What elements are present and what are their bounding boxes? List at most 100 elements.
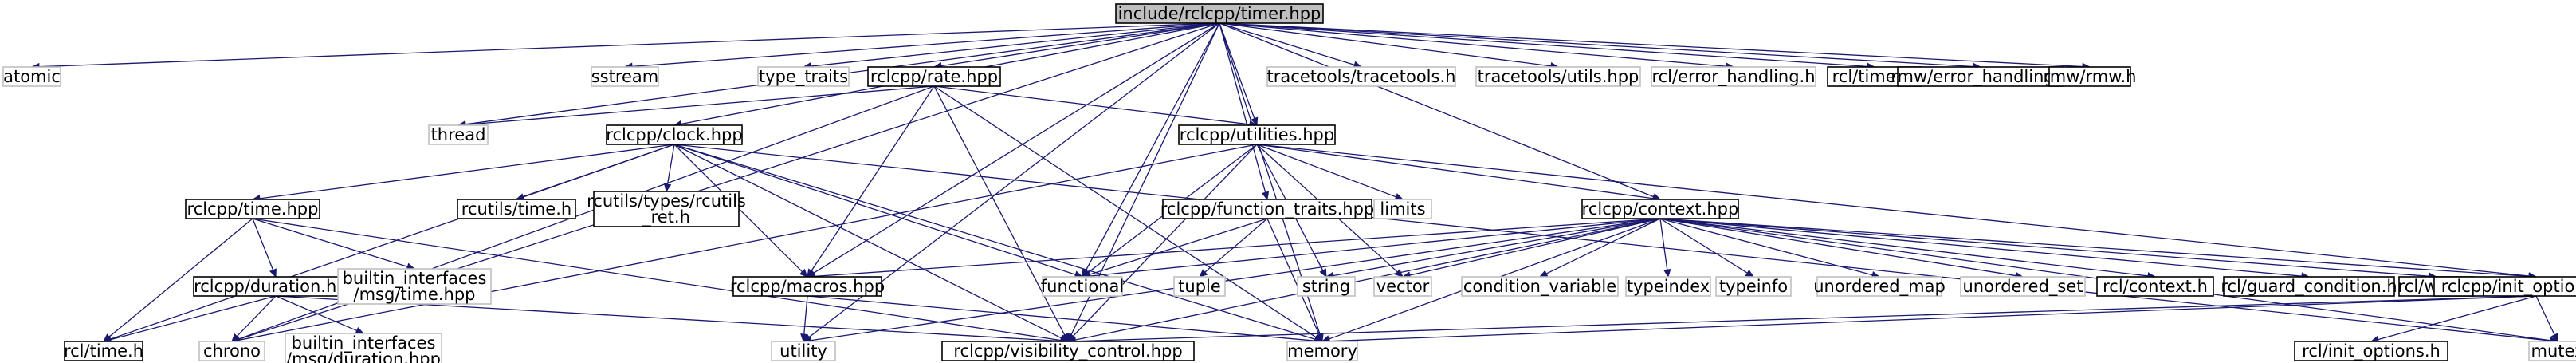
edge-timer-to-tracetools_utils: [1219, 22, 1552, 67]
node-label: atomic: [3, 67, 61, 86]
node-label: rclcpp/function_traits.hpp: [1160, 199, 1375, 219]
edge-clock-to-rcutils_types: [666, 144, 675, 185]
node-macros[interactable]: rclcpp/macros.hpp: [730, 276, 885, 297]
node-box: [941, 341, 1195, 361]
node-label: rclcpp/clock.hpp: [606, 125, 742, 144]
edge-context-to-macros: [814, 218, 1661, 278]
node-label: rclcpp/init_options.hpp: [2441, 277, 2576, 297]
node-label: _ret.h: [642, 207, 690, 227]
edge-rate-to-visibility: [933, 85, 1066, 336]
edge-function_traits-to-functional: [1089, 218, 1268, 275]
node-box: [198, 341, 265, 361]
node-label: rcl/error_handling.h: [1651, 67, 1815, 87]
node-function-traits[interactable]: rclcpp/function_traits.hpp: [1160, 199, 1375, 219]
node-rmw-rmw[interactable]: rmw/rmw.h: [2044, 66, 2137, 87]
node-tracetools: tracetools/tracetools.h: [1266, 66, 1456, 87]
edge-rate-to-thread: [465, 85, 935, 125]
node-label: tracetools/tracetools.h: [1267, 67, 1456, 86]
node-rcutils-types[interactable]: rcutils/types/rcutils_ret.h: [587, 191, 746, 227]
edge-function_traits-to-memory: [1266, 218, 1320, 336]
edge-context-to-condition_variable: [1545, 218, 1661, 274]
edge-arrowhead: [2550, 333, 2558, 343]
edge-context-to-vector: [1409, 218, 1661, 276]
edge-clock-to-memory: [673, 144, 1316, 341]
edge-arrowhead: [269, 268, 277, 278]
node-label: rcl/init_options.h: [2302, 341, 2441, 361]
edge-arrowhead: [1319, 268, 1327, 278]
node-label: builtin_interfaces: [343, 269, 487, 289]
edge-arrowhead: [663, 183, 672, 193]
node-box: [1297, 276, 1356, 297]
node-box: [771, 341, 836, 361]
node-utilities[interactable]: rclcpp/utilities.hpp: [1178, 124, 1336, 145]
node-init-options[interactable]: rclcpp/init_options.hpp: [2433, 276, 2576, 297]
node-thread: thread: [428, 124, 489, 145]
node-duration[interactable]: rclcpp/duration.hpp: [193, 276, 359, 297]
node-box: [1475, 66, 1641, 87]
node-label: sstream: [591, 67, 659, 86]
node-tracetools-utils: tracetools/utils.hpp: [1475, 66, 1641, 87]
edge-context-to-init_options: [1659, 218, 2530, 278]
node-timer[interactable]: include/rclcpp/timer.hpp: [1115, 3, 1324, 24]
edge-arrowhead: [1251, 116, 1259, 127]
edge-clock-to-rcl_time: [110, 144, 675, 340]
node-label: mutex: [2531, 341, 2576, 361]
node-label: rclcpp/time.hpp: [187, 199, 319, 219]
edge-context-to-visibility: [1074, 218, 1661, 341]
edge-timer-to-functional: [1085, 22, 1220, 271]
node-label: typeindex: [1627, 277, 1710, 296]
node-label: rmw/rmw.h: [2044, 67, 2137, 86]
node-label: rclcpp/utilities.hpp: [1180, 125, 1334, 144]
node-box: [1960, 276, 2086, 297]
edge-timer-to-rcl_error: [1219, 22, 1727, 67]
node-label: rclcpp/macros.hpp: [730, 277, 885, 296]
node-label: rcl/time.h: [64, 341, 143, 361]
node-box: [2048, 66, 2131, 87]
edge-time_hpp-to-visibility: [252, 218, 1062, 341]
node-context[interactable]: rclcpp/context.hpp: [1581, 199, 1739, 219]
node-box: [606, 124, 743, 145]
node-string: string: [1297, 276, 1356, 297]
node-bi-time: builtin_interfaces/msg/time.hpp: [337, 268, 492, 305]
node-rcutils-time[interactable]: rcutils/time.h: [457, 199, 576, 219]
edge-context-to-rcl_context: [1659, 218, 2149, 277]
edge-utilities-to-init_options: [1256, 144, 2530, 277]
edge-context-to-rcl_wait: [1659, 218, 2430, 277]
node-clock[interactable]: rclcpp/clock.hpp: [606, 124, 743, 145]
node-rcl-time[interactable]: rcl/time.h: [64, 341, 143, 361]
node-label: rclcpp/rate.hpp: [870, 67, 998, 86]
edge-arrowhead: [1663, 268, 1671, 278]
node-box: [1373, 199, 1432, 219]
node-label: unordered_set: [1963, 277, 2083, 297]
node-label: rclcpp/context.hpp: [1582, 199, 1739, 219]
edge-init_options-to-visibility: [1074, 295, 2537, 342]
edge-utilities-to-chrono: [238, 144, 1258, 341]
node-memory: memory: [1286, 341, 1358, 361]
edge-utilities-to-context: [1256, 144, 1654, 199]
node-label: rcutils/time.h: [461, 199, 571, 219]
node-box: [1816, 276, 1942, 297]
edge-context-to-unordered_set: [1659, 218, 2016, 277]
edge-timer-to-type_traits: [810, 22, 1220, 67]
node-box: [457, 199, 576, 219]
node-rcl-init-options[interactable]: rcl/init_options.h: [2294, 341, 2448, 361]
edge-context-to-typeindex: [1659, 218, 1668, 270]
node-label: functional: [1041, 277, 1125, 296]
node-visibility[interactable]: rclcpp/visibility_control.hpp: [941, 341, 1195, 361]
node-box: [1115, 3, 1324, 24]
node-box: [285, 333, 442, 363]
node-label: vector: [1376, 277, 1430, 296]
node-rcl-context[interactable]: rcl/context.h: [2096, 276, 2214, 297]
node-time-hpp[interactable]: rclcpp/time.hpp: [185, 199, 320, 219]
edge-function_traits-to-tuple: [1204, 218, 1268, 273]
node-label: /msg/duration.hpp: [286, 349, 441, 363]
node-box: [591, 66, 659, 87]
node-box: [593, 191, 740, 227]
node-box: [64, 341, 143, 361]
node-rcl-guard[interactable]: rcl/guard_condition.h: [2221, 276, 2397, 297]
edge-utilities-to-limits: [1256, 144, 1396, 198]
node-box: [2096, 276, 2214, 297]
node-rate[interactable]: rclcpp/rate.hpp: [867, 66, 1001, 87]
node-typeindex: typeindex: [1625, 276, 1711, 297]
node-box: [1461, 276, 1619, 297]
